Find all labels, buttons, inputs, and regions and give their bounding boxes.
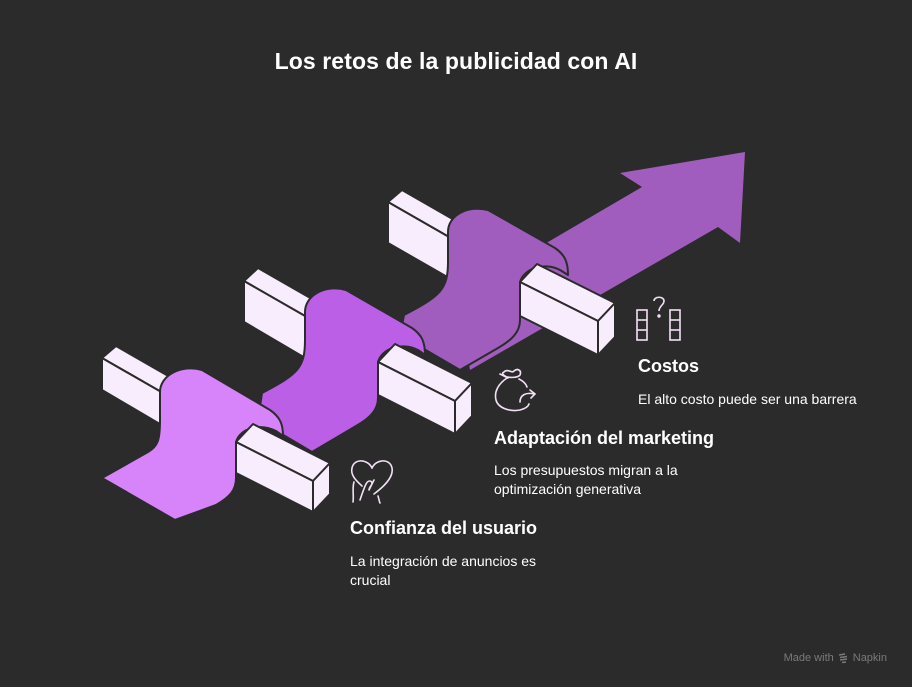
step-description: La integración de anuncios es crucial [350,553,537,588]
step-description: El alto costo puede ser una barrera [638,391,857,407]
block-3-front [519,263,616,356]
step-heading: Confianza del usuario [350,518,538,538]
napkin-logo-icon [838,652,847,663]
question-blocks-icon [636,296,681,341]
step-heading: Costos [638,356,700,376]
step-description: Los presupuestos migran a la optimizació… [494,462,678,497]
ribbon-stage-3 [399,207,569,371]
heart-hand-icon [350,460,393,504]
ribbon-stage-1 [101,367,284,521]
step-heading: Adaptación del marketing [494,428,715,448]
page-title: Los retos de la publicidad con AI [274,48,638,74]
ribbon-stage-2 [257,287,426,453]
block-1-front [235,423,331,513]
money-bag-arrow-icon [494,368,537,412]
made-with-label: Made with [783,652,834,664]
footer-watermark: Made with Napkin [784,652,887,664]
napkin-brand-label[interactable]: Napkin [852,652,887,664]
block-2-front [377,343,473,435]
